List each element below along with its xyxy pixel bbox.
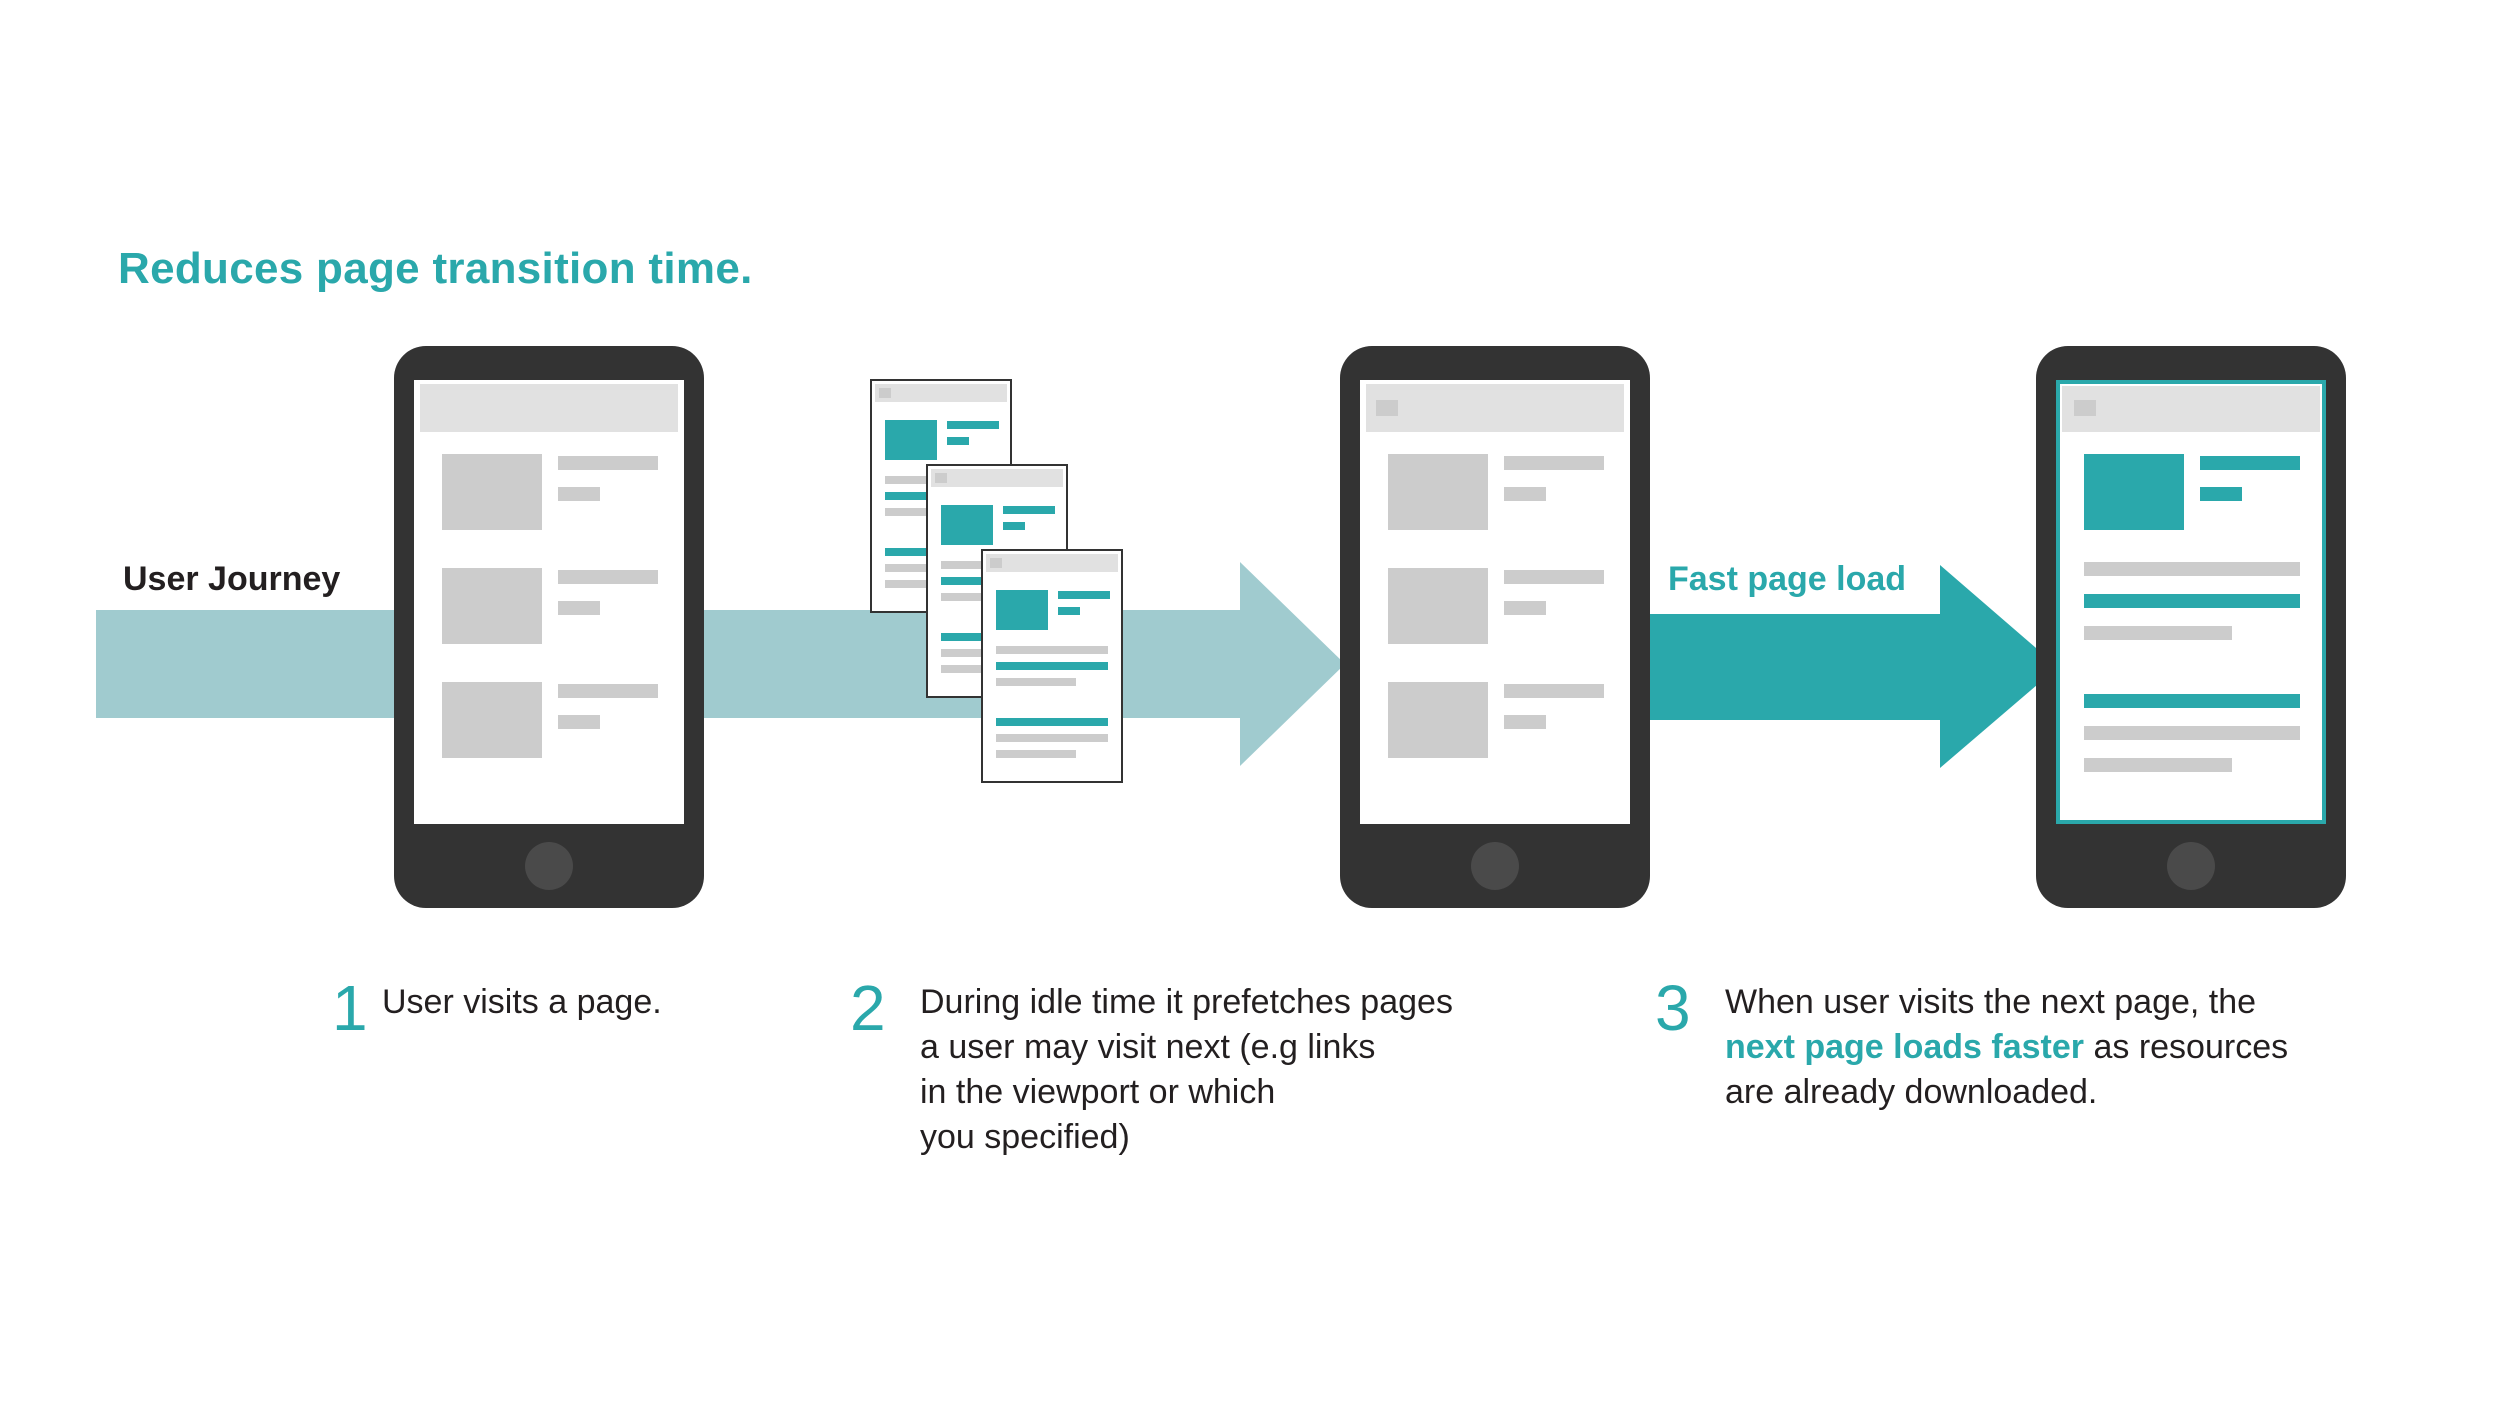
thumb-placeholder <box>1388 454 1488 530</box>
step-line: During idle time it prefetches pages <box>920 983 1453 1021</box>
prefetched-pages <box>870 379 1123 783</box>
step-number: 1 <box>332 972 368 1044</box>
header-icon-placeholder <box>2074 400 2096 416</box>
text-placeholder <box>2084 726 2300 740</box>
step-description: During idle time it prefetches pages a u… <box>920 980 1540 1160</box>
page-title: Reduces page transition time. <box>118 244 753 293</box>
prefetched-page-icon <box>981 549 1123 783</box>
text-placeholder <box>2084 594 2300 608</box>
step-line: When user visits the next page, the <box>1725 983 2257 1021</box>
step-description: When user visits the next page, the next… <box>1725 980 2365 1115</box>
phone-icon <box>2036 346 2346 908</box>
text-placeholder <box>1504 715 1546 729</box>
text-placeholder <box>1504 570 1604 584</box>
text-placeholder <box>2200 487 2242 501</box>
user-journey-label: User Journey <box>123 560 341 598</box>
text-placeholder <box>558 487 600 501</box>
text-placeholder <box>558 715 600 729</box>
text-placeholder <box>1504 684 1604 698</box>
step-number: 3 <box>1655 972 1691 1044</box>
text-placeholder <box>2084 626 2232 640</box>
fast-load-arrow-shaft <box>1644 614 1944 720</box>
thumb-placeholder <box>442 568 542 644</box>
step-line: next page loads faster as resources <box>1725 1025 2365 1070</box>
text-placeholder <box>2084 562 2300 576</box>
text-placeholder <box>2084 694 2300 708</box>
thumb-placeholder <box>1388 568 1488 644</box>
home-button <box>2167 842 2215 890</box>
text-placeholder <box>1504 601 1546 615</box>
home-button <box>1471 842 1519 890</box>
phone-icon <box>1340 346 1650 908</box>
text-placeholder <box>558 684 658 698</box>
text-placeholder <box>2200 456 2300 470</box>
hero-image-placeholder <box>2084 454 2184 530</box>
text-placeholder <box>2084 758 2232 772</box>
text-placeholder <box>558 601 600 615</box>
phone-header-bar <box>1366 384 1624 432</box>
phone-icon <box>394 346 704 908</box>
step-number: 2 <box>850 972 886 1044</box>
text-placeholder <box>1504 487 1546 501</box>
phone-header-bar <box>420 384 678 432</box>
step-line: in the viewport or which <box>920 1073 1276 1111</box>
thumb-placeholder <box>442 682 542 758</box>
home-button <box>525 842 573 890</box>
phone-header-bar <box>2062 386 2320 432</box>
step-line: you specified) <box>920 1118 1130 1156</box>
step-line: a user may visit next (e.g links <box>920 1028 1376 1066</box>
highlight-text: next page loads faster <box>1725 1028 2085 1066</box>
text-placeholder <box>558 570 658 584</box>
thumb-placeholder <box>1388 682 1488 758</box>
text-placeholder <box>558 456 658 470</box>
fast-load-arrow-head <box>1940 565 2058 768</box>
text-placeholder <box>1504 456 1604 470</box>
header-icon-placeholder <box>1376 400 1398 416</box>
fast-page-load-label: Fast page load <box>1668 560 1907 598</box>
fast-load-arrow <box>1644 565 2058 768</box>
thumb-placeholder <box>442 454 542 530</box>
journey-arrow-head <box>1240 562 1345 766</box>
step-line: are already downloaded. <box>1725 1073 2098 1111</box>
step-description: User visits a page. <box>382 983 662 1021</box>
step-line-rest: as resources <box>2084 1028 2289 1066</box>
